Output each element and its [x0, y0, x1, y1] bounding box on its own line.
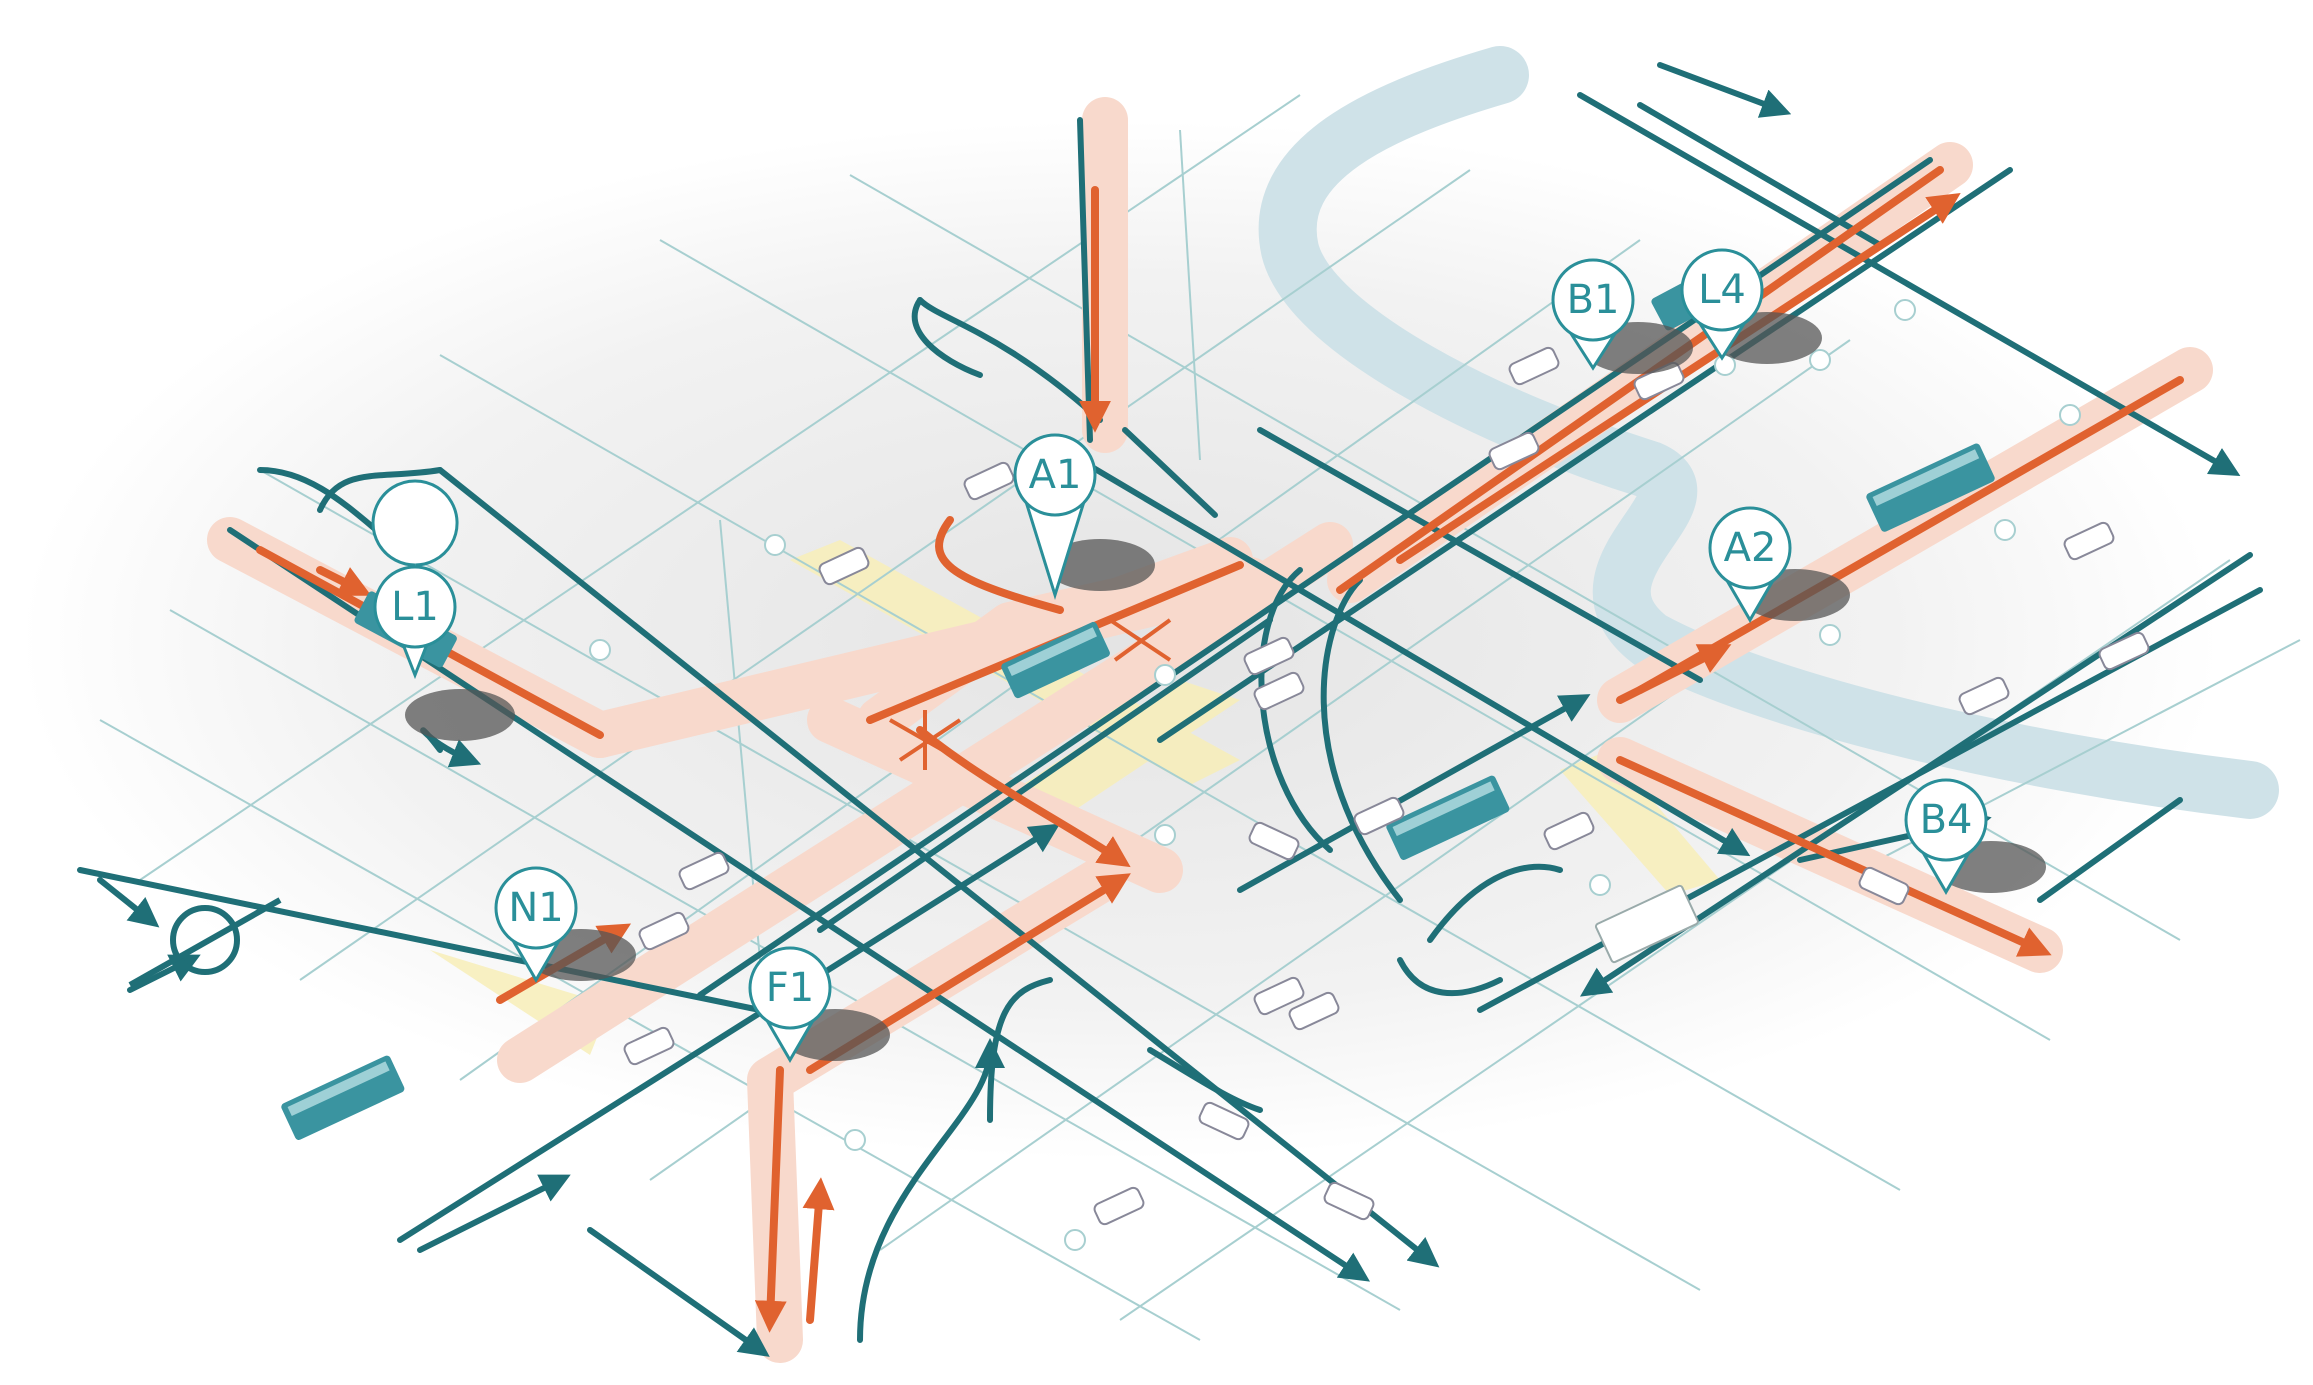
- stop-markers: [589, 299, 2081, 1251]
- bus-icon: [281, 1055, 405, 1140]
- truck-icon: [1594, 884, 1699, 964]
- car-icon: [1488, 431, 1540, 471]
- location-pins: L1 A1 B1 L4 A2: [371, 248, 2046, 1063]
- car-icon: [1353, 796, 1405, 836]
- pin-label-F1: F1: [766, 965, 814, 1011]
- car-icon: [2098, 631, 2150, 671]
- bus-icon: [1001, 621, 1110, 699]
- vehicles: [281, 254, 2150, 1226]
- pin-label-A2: A2: [1724, 525, 1777, 571]
- car-icon: [638, 911, 690, 951]
- location-pin-icon[interactable]: B4: [1904, 778, 2046, 895]
- car-icon: [1248, 821, 1300, 861]
- car-icon: [1543, 811, 1595, 851]
- car-icon: [1508, 346, 1560, 386]
- pin-label-A1: A1: [1029, 452, 1082, 498]
- location-pin-icon[interactable]: A2: [1708, 506, 1850, 623]
- location-pin-icon[interactable]: L1: [371, 479, 515, 741]
- location-pin-icon[interactable]: L4: [1680, 248, 1822, 364]
- car-icon: [623, 1026, 675, 1066]
- car-icon: [1858, 866, 1910, 906]
- location-pin-icon[interactable]: A1: [1013, 433, 1155, 601]
- car-icon: [1323, 1181, 1375, 1221]
- car-icon: [1243, 636, 1295, 676]
- car-icon: [1958, 676, 2010, 716]
- location-pin-icon[interactable]: N1: [494, 866, 636, 983]
- location-pin-icon[interactable]: F1: [748, 946, 890, 1063]
- pin-label-B1: B1: [1567, 277, 1620, 323]
- pin-label-B4: B4: [1920, 797, 1973, 843]
- roundabout-icon: [128, 897, 282, 988]
- pin-label-L1: L1: [391, 584, 439, 630]
- pin-label-L4: L4: [1698, 267, 1746, 313]
- car-icon: [1198, 1101, 1250, 1141]
- car-icon: [1093, 1186, 1145, 1226]
- car-icon: [818, 546, 870, 586]
- location-pin-icon[interactable]: B1: [1551, 258, 1693, 374]
- bus-icon: [1866, 443, 1995, 532]
- car-icon: [963, 461, 1015, 501]
- car-icon: [1253, 976, 1305, 1016]
- car-icon: [1288, 991, 1340, 1031]
- pin-label-N1: N1: [508, 885, 563, 931]
- car-icon: [678, 851, 730, 891]
- car-icon: [1253, 671, 1305, 711]
- car-icon: [2063, 521, 2115, 561]
- bus-icon: [1386, 775, 1510, 860]
- intersection-hub: [889, 618, 1172, 770]
